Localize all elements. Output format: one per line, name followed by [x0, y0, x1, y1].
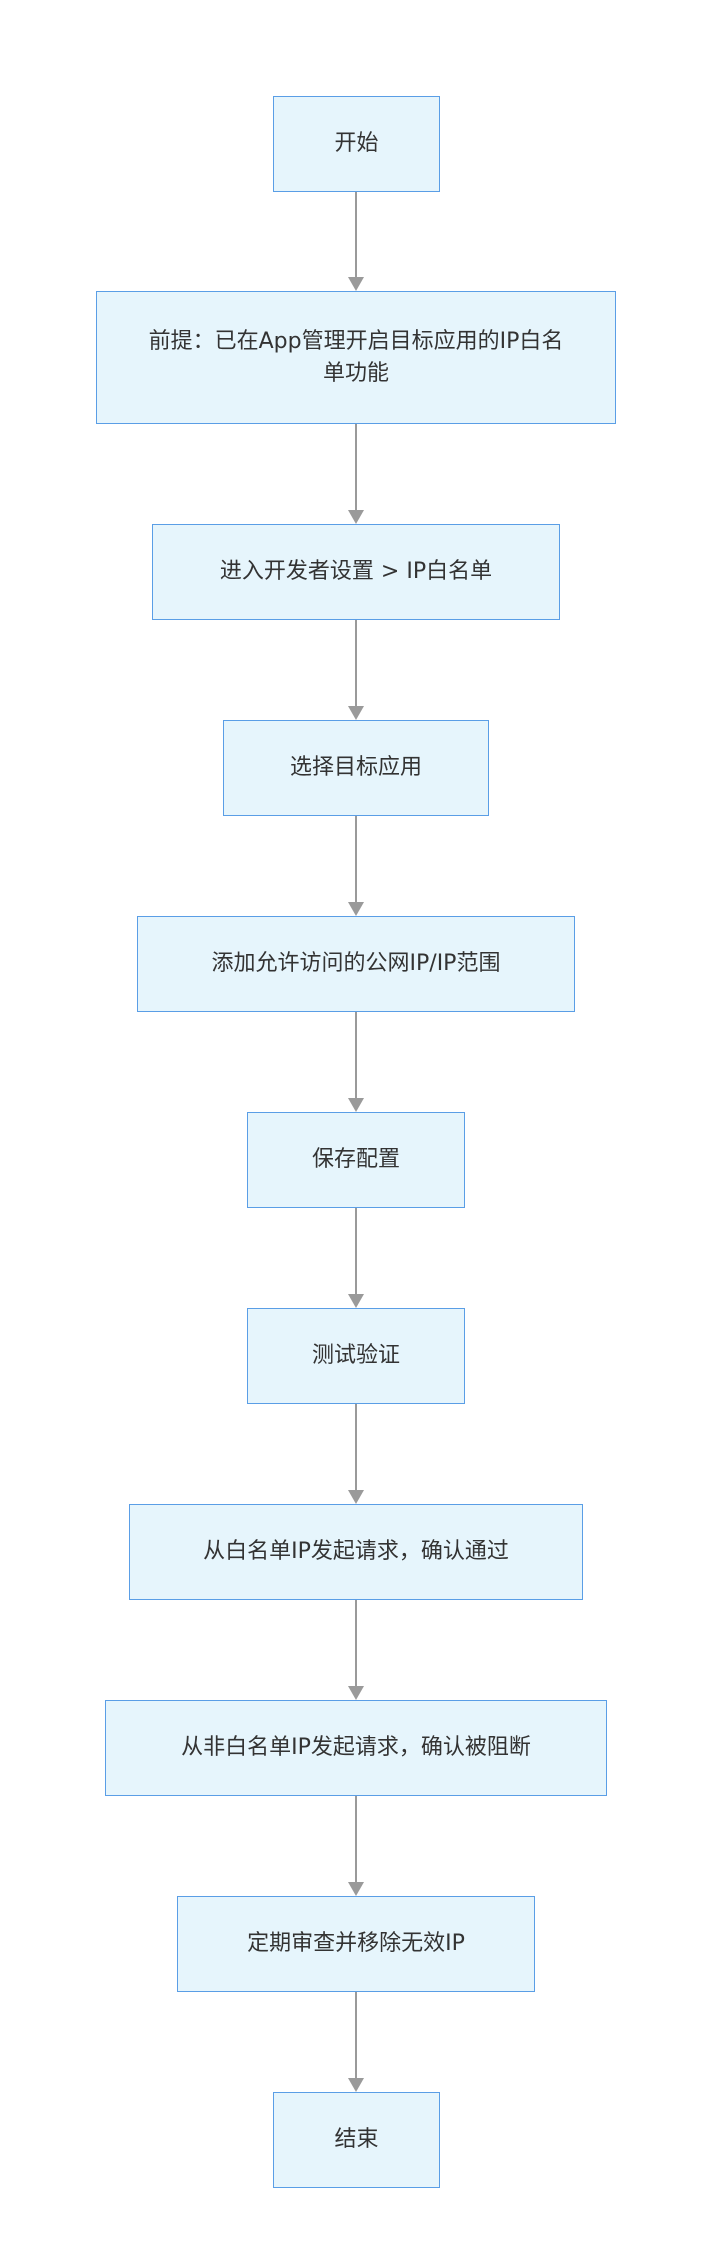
add-ip-node: 添加允许访问的公网IP/IP范围: [137, 916, 575, 1012]
start-node-label: 开始: [334, 131, 379, 156]
arrowhead-icon: [348, 902, 364, 916]
end-node-label: 结束: [334, 2127, 379, 2152]
test-blocked-node: 从非白名单IP发起请求，确认被阻断: [105, 1700, 607, 1796]
start-node: 开始: [273, 96, 440, 192]
review-node: 定期审查并移除无效IP: [177, 1896, 535, 1992]
test-blocked-node-label: 从非白名单IP发起请求，确认被阻断: [181, 1735, 531, 1760]
arrowhead-icon: [348, 277, 364, 291]
prerequisite-node: 前提：已在App管理开启目标应用的IP白名单功能: [96, 291, 616, 424]
test-allowed-node: 从白名单IP发起请求，确认通过: [129, 1504, 583, 1600]
select-app-node-label: 选择目标应用: [289, 755, 422, 780]
review-node-label: 定期审查并移除无效IP: [247, 1931, 465, 1956]
test-verify-node-label: 测试验证: [311, 1343, 400, 1368]
arrowhead-icon: [348, 1686, 364, 1700]
test-allowed-node-label: 从白名单IP发起请求，确认通过: [203, 1539, 509, 1564]
prerequisite-node-label: 前提：已在App管理开启目标应用的IP白名单功能: [148, 328, 564, 386]
arrowhead-icon: [348, 1882, 364, 1896]
arrowhead-icon: [348, 2078, 364, 2092]
select-app-node: 选择目标应用: [223, 720, 489, 816]
arrowhead-icon: [348, 706, 364, 720]
enter-settings-node: 进入开发者设置 > IP白名单: [152, 524, 560, 620]
enter-settings-node-label: 进入开发者设置 > IP白名单: [219, 559, 493, 584]
arrowhead-icon: [348, 1490, 364, 1504]
end-node: 结束: [273, 2092, 440, 2188]
save-config-node-label: 保存配置: [311, 1147, 400, 1172]
save-config-node: 保存配置: [247, 1112, 465, 1208]
test-verify-node: 测试验证: [247, 1308, 465, 1404]
add-ip-node-label: 添加允许访问的公网IP/IP范围: [211, 951, 501, 976]
arrowhead-icon: [348, 510, 364, 524]
arrowhead-icon: [348, 1294, 364, 1308]
arrowhead-icon: [348, 1098, 364, 1112]
